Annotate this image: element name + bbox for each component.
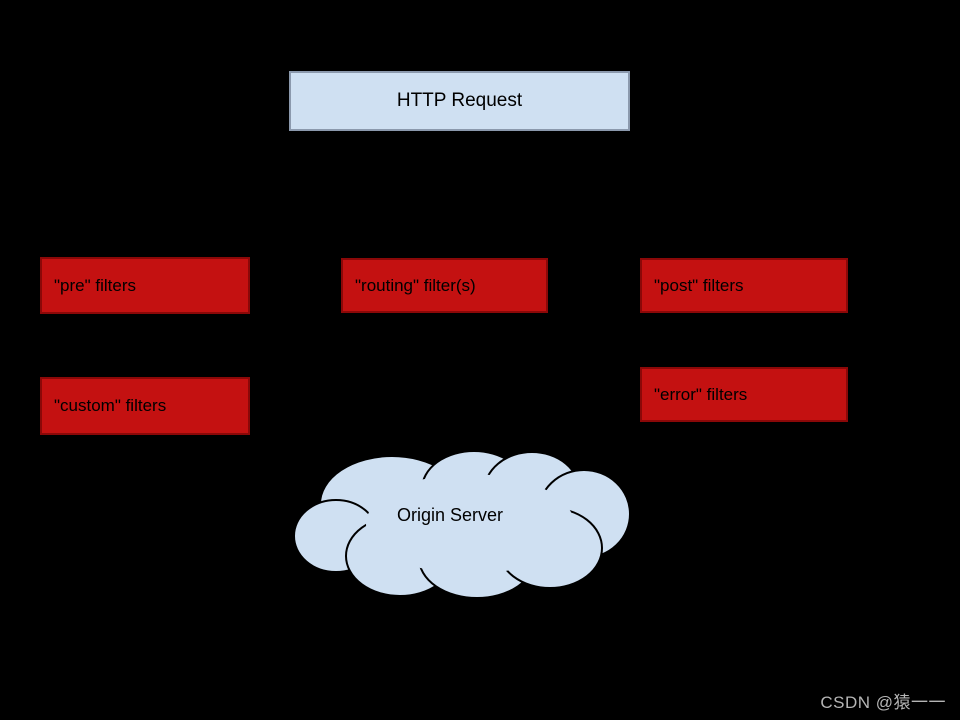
cloud-shape	[293, 450, 631, 599]
custom-filters-label: "custom" filters	[54, 396, 167, 415]
post-filters-box: "post" filters	[640, 258, 848, 313]
pre-filters-label: "pre" filters	[54, 275, 136, 295]
origin-server-label: Origin Server	[397, 505, 503, 525]
http-request-label: HTTP Request	[396, 90, 523, 111]
routing-filters-box: "routing" filter(s)	[341, 258, 548, 313]
error-filters-label: "error" filters	[654, 384, 748, 404]
http-request-box: HTTP Request	[289, 71, 630, 131]
custom-filters-box: "custom" filters	[40, 377, 250, 435]
pre-filters-box: "pre" filters	[40, 257, 250, 314]
error-filters-box: "error" filters	[640, 367, 848, 422]
post-filters-label: "post" filters	[654, 275, 744, 295]
routing-filters-label: "routing" filter(s)	[355, 275, 476, 295]
origin-server-cloud: Origin Server	[293, 450, 631, 599]
csdn-watermark: CSDN @猿一一	[820, 693, 946, 712]
